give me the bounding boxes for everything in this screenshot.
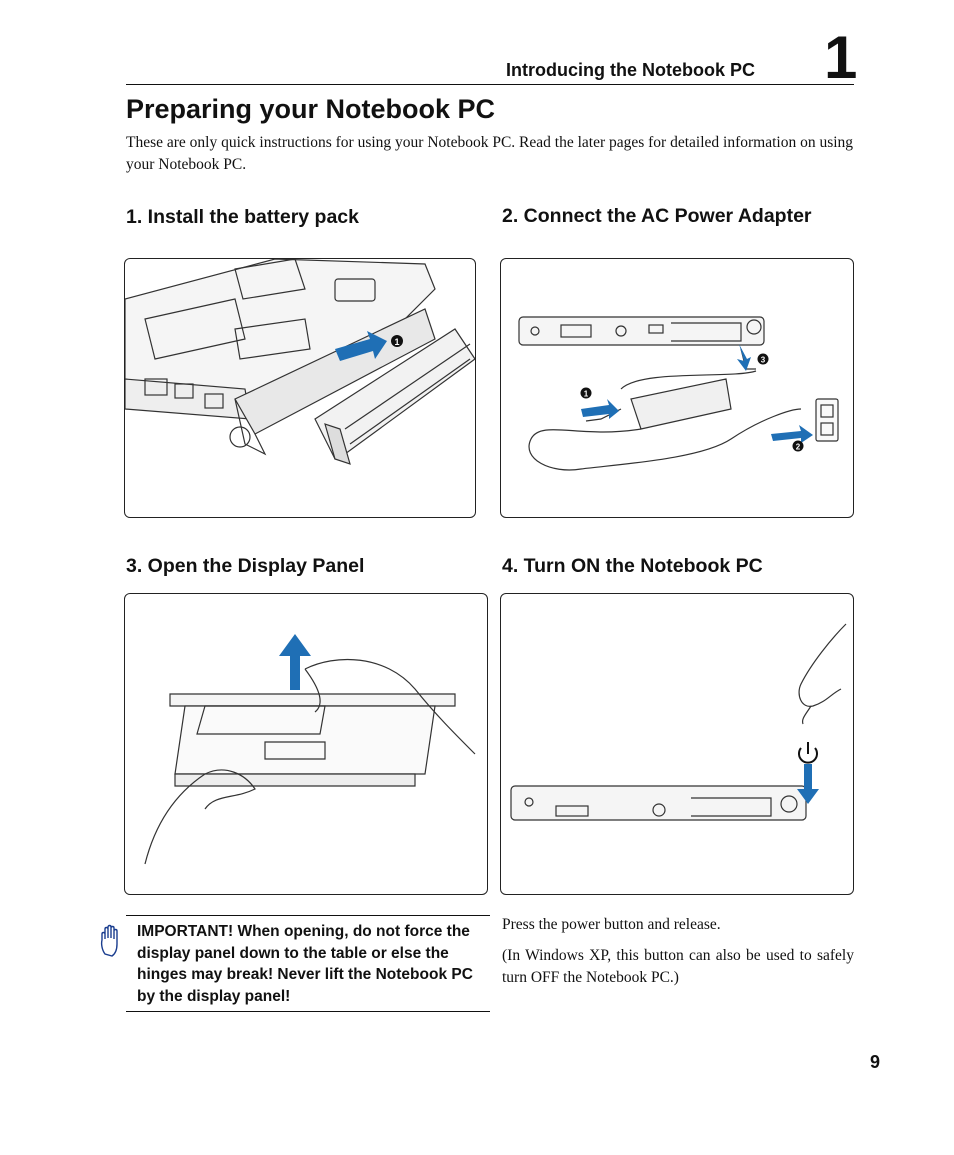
adapter-callout-3: 3 bbox=[761, 356, 766, 365]
important-note: IMPORTANT! When opening, do not force th… bbox=[137, 923, 473, 1005]
power-on-illustration bbox=[500, 593, 854, 895]
adapter-callout-1: 1 bbox=[584, 390, 589, 399]
battery-callout-1: 1 bbox=[394, 337, 399, 347]
power-icon bbox=[798, 742, 818, 764]
open-display-illustration bbox=[124, 593, 488, 895]
hand-stop-icon bbox=[98, 924, 124, 958]
ac-adapter-drawing: 1 2 3 bbox=[518, 316, 839, 471]
important-bottom-rule bbox=[126, 1011, 490, 1012]
important-top-rule bbox=[126, 915, 490, 916]
step-2-heading: 2. Connect the AC Power Adapter bbox=[502, 205, 812, 227]
running-header: Introducing the Notebook PC bbox=[506, 60, 755, 80]
step-1-heading: 1. Install the battery pack bbox=[126, 206, 360, 228]
chapter-number: 1 bbox=[824, 24, 858, 91]
press-arrow bbox=[797, 764, 819, 804]
page-title: Preparing your Notebook PC bbox=[126, 94, 496, 124]
battery-drawing: 1 bbox=[125, 259, 475, 465]
power-on-drawing bbox=[510, 623, 847, 821]
battery-illustration: 1 bbox=[124, 258, 476, 518]
header-rule bbox=[126, 84, 854, 85]
adapter-callout-2: 2 bbox=[796, 443, 801, 452]
lift-arrow bbox=[279, 634, 311, 690]
step-3-heading: 3. Open the Display Panel bbox=[126, 555, 365, 577]
insert-arrow bbox=[335, 331, 387, 361]
intro-paragraph: These are only quick instructions for us… bbox=[126, 134, 854, 173]
page-number: 9 bbox=[870, 1052, 881, 1072]
ac-adapter-illustration: 1 2 3 bbox=[500, 258, 854, 518]
open-display-drawing bbox=[144, 634, 476, 865]
step-4-heading: 4. Turn ON the Notebook PC bbox=[502, 555, 763, 577]
step-4-instruction: Press the power button and release. bbox=[502, 916, 721, 933]
step-4-note: (In Windows XP, this button can also be … bbox=[502, 947, 854, 986]
